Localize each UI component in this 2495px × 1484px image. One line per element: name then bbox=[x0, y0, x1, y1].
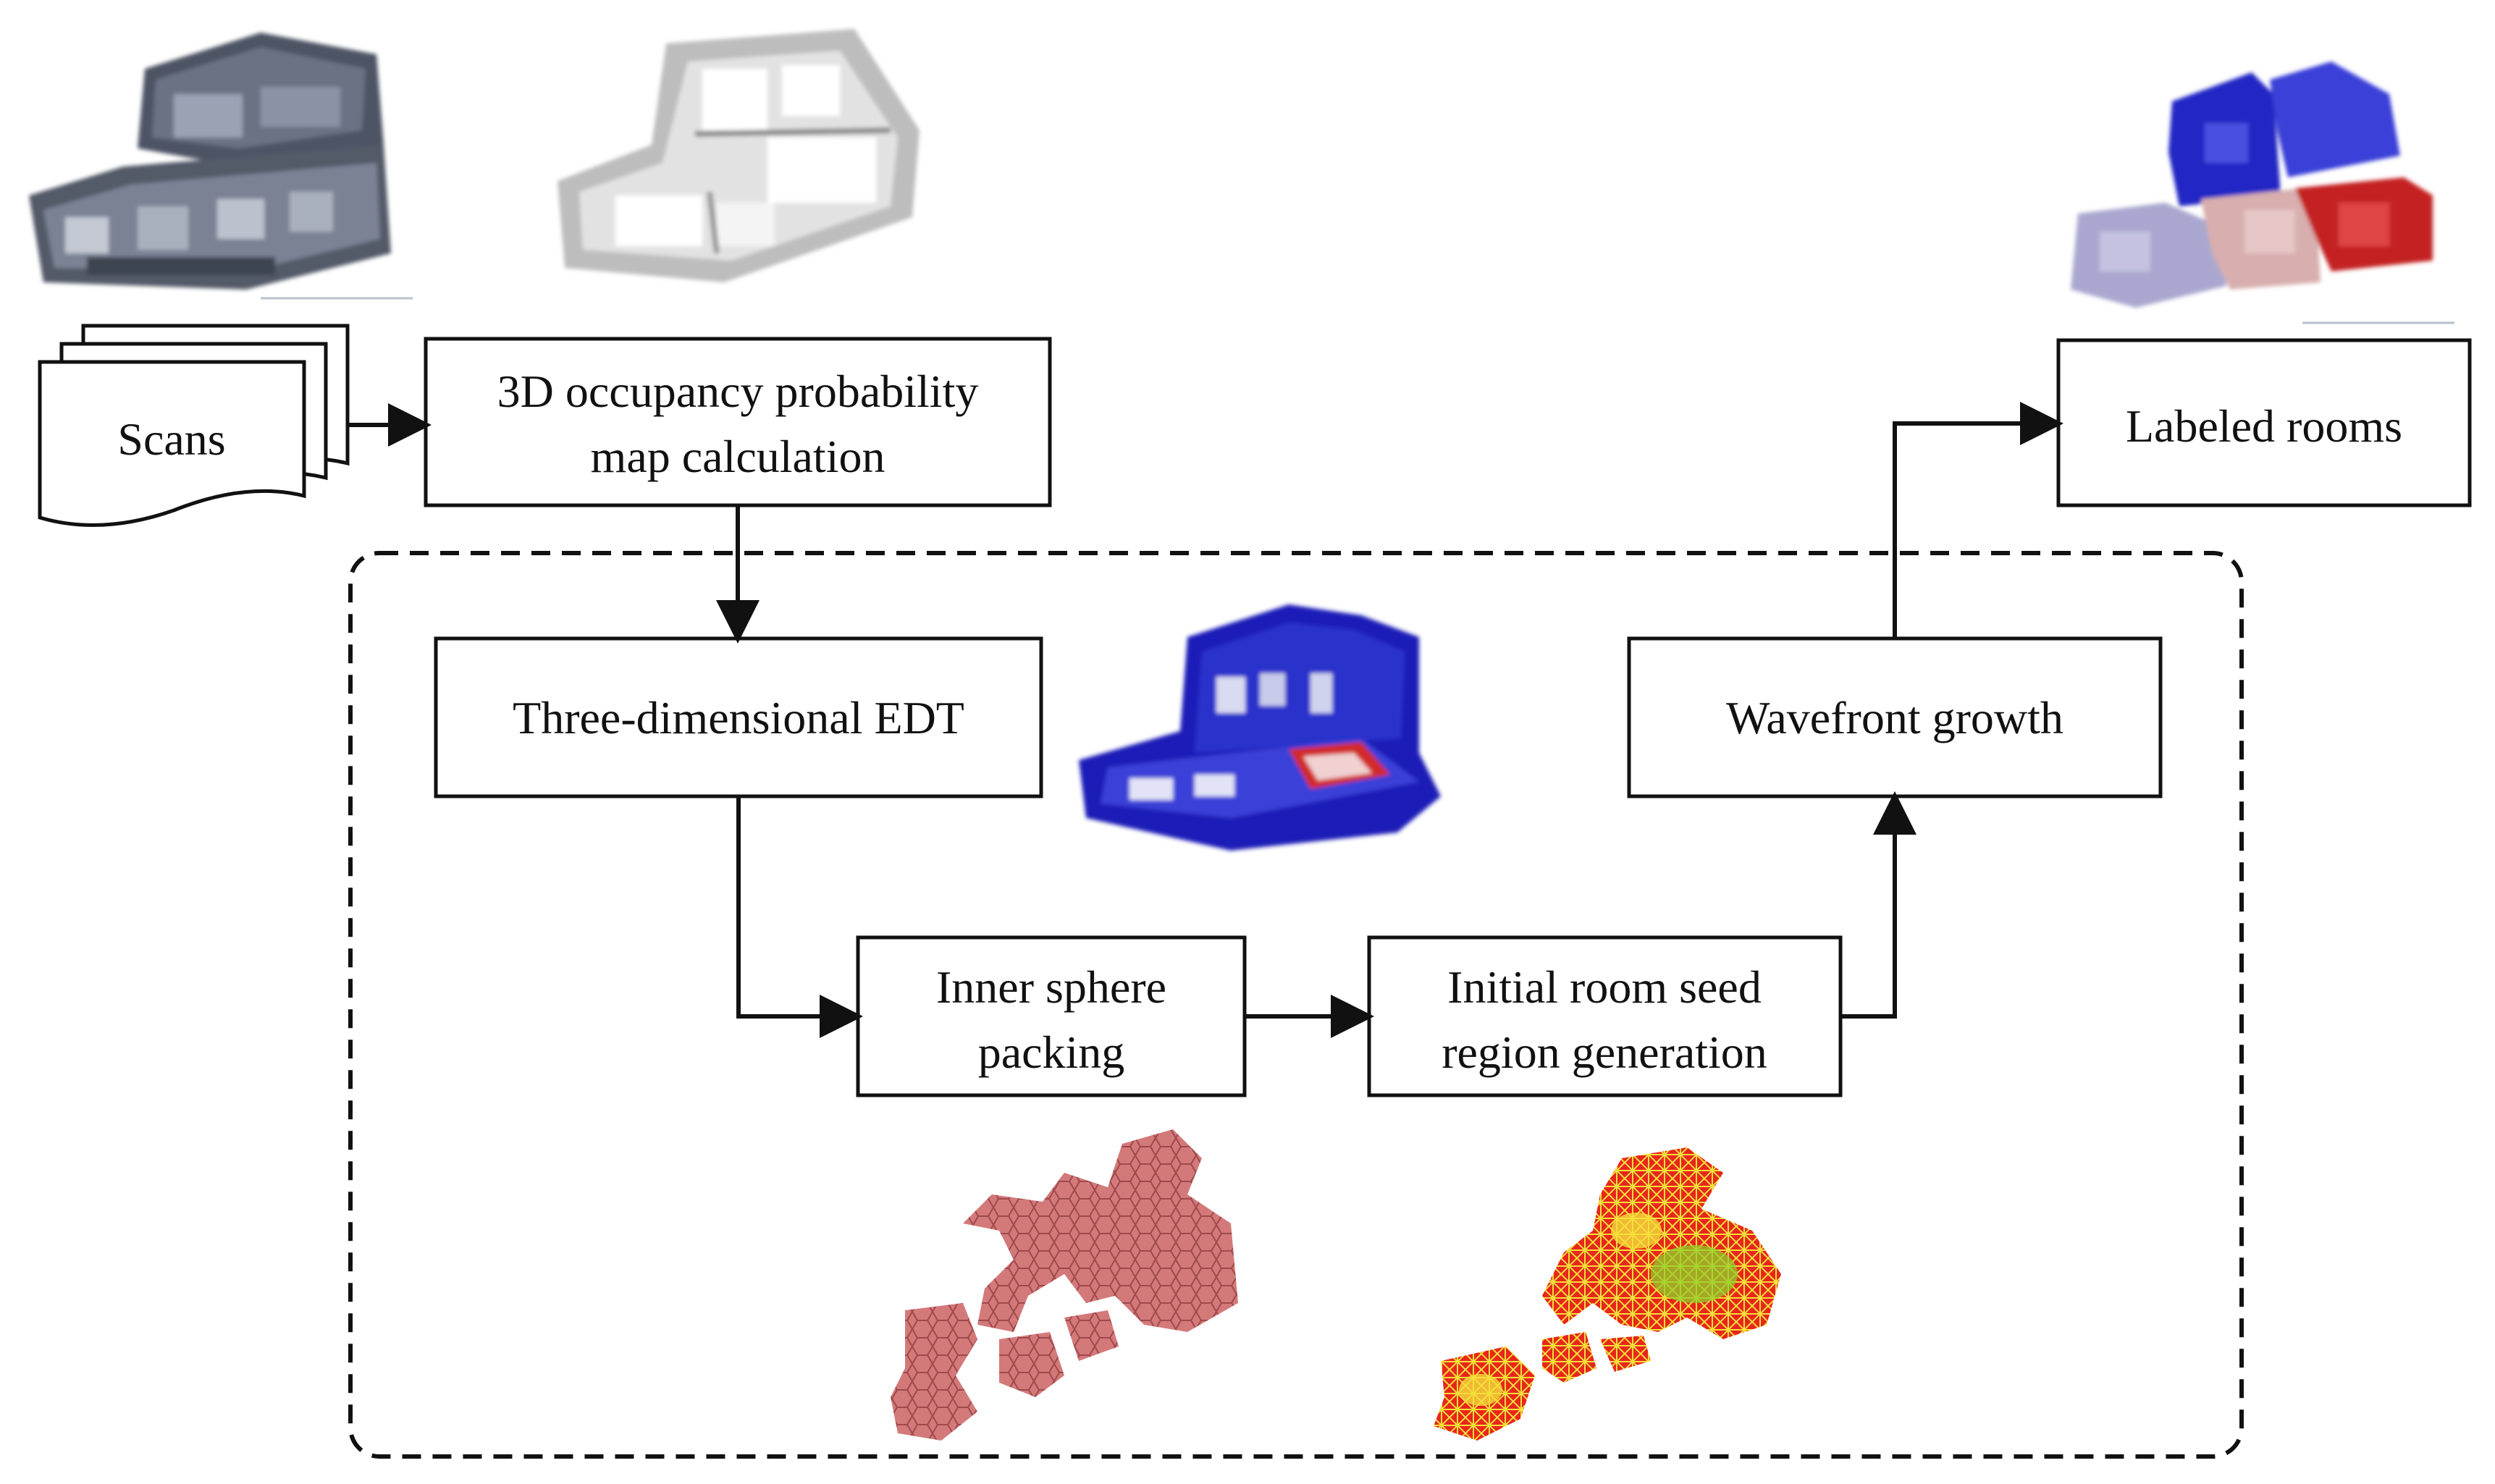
arrow-seed-to-wavefront bbox=[1840, 791, 1917, 1019]
sphere-packing-box bbox=[856, 935, 1247, 1097]
occupancy-box bbox=[424, 337, 1052, 507]
occupancy-label-line1: 3D occupancy probability bbox=[497, 366, 979, 417]
occupancy-label-line2: map calculation bbox=[591, 431, 885, 482]
seed-label-line1: Initial room seed bbox=[1447, 961, 1762, 1013]
labeled-rooms-box bbox=[2056, 338, 2472, 507]
connectors bbox=[348, 402, 2063, 1038]
sphere-packing-image bbox=[891, 1129, 1238, 1441]
edt-box bbox=[434, 636, 1043, 798]
edt-label: Three-dimensional EDT bbox=[513, 692, 964, 743]
labeled-rooms-label: Labeled rooms bbox=[2126, 400, 2402, 452]
scans-document-stack bbox=[38, 324, 350, 527]
sphere-label-line1: Inner sphere bbox=[936, 961, 1166, 1013]
labeled-rooms-image bbox=[2071, 62, 2433, 308]
wavefront-box bbox=[1627, 636, 2163, 798]
occupancy-map-image bbox=[558, 29, 920, 282]
scan-building-image bbox=[29, 33, 391, 290]
seed-label-line2: region generation bbox=[1442, 1026, 1767, 1078]
seed-region-image bbox=[1434, 1147, 1781, 1441]
edt-volume-image bbox=[1079, 604, 1441, 851]
arrow-edt-to-sphere bbox=[736, 796, 863, 1038]
wavefront-label: Wavefront growth bbox=[1726, 692, 2063, 743]
sphere-label-line2: packing bbox=[978, 1026, 1125, 1078]
processing-region bbox=[348, 551, 2244, 1459]
scans-label: Scans bbox=[117, 413, 225, 465]
arrow-wavefront-to-labeled bbox=[1893, 402, 2063, 638]
